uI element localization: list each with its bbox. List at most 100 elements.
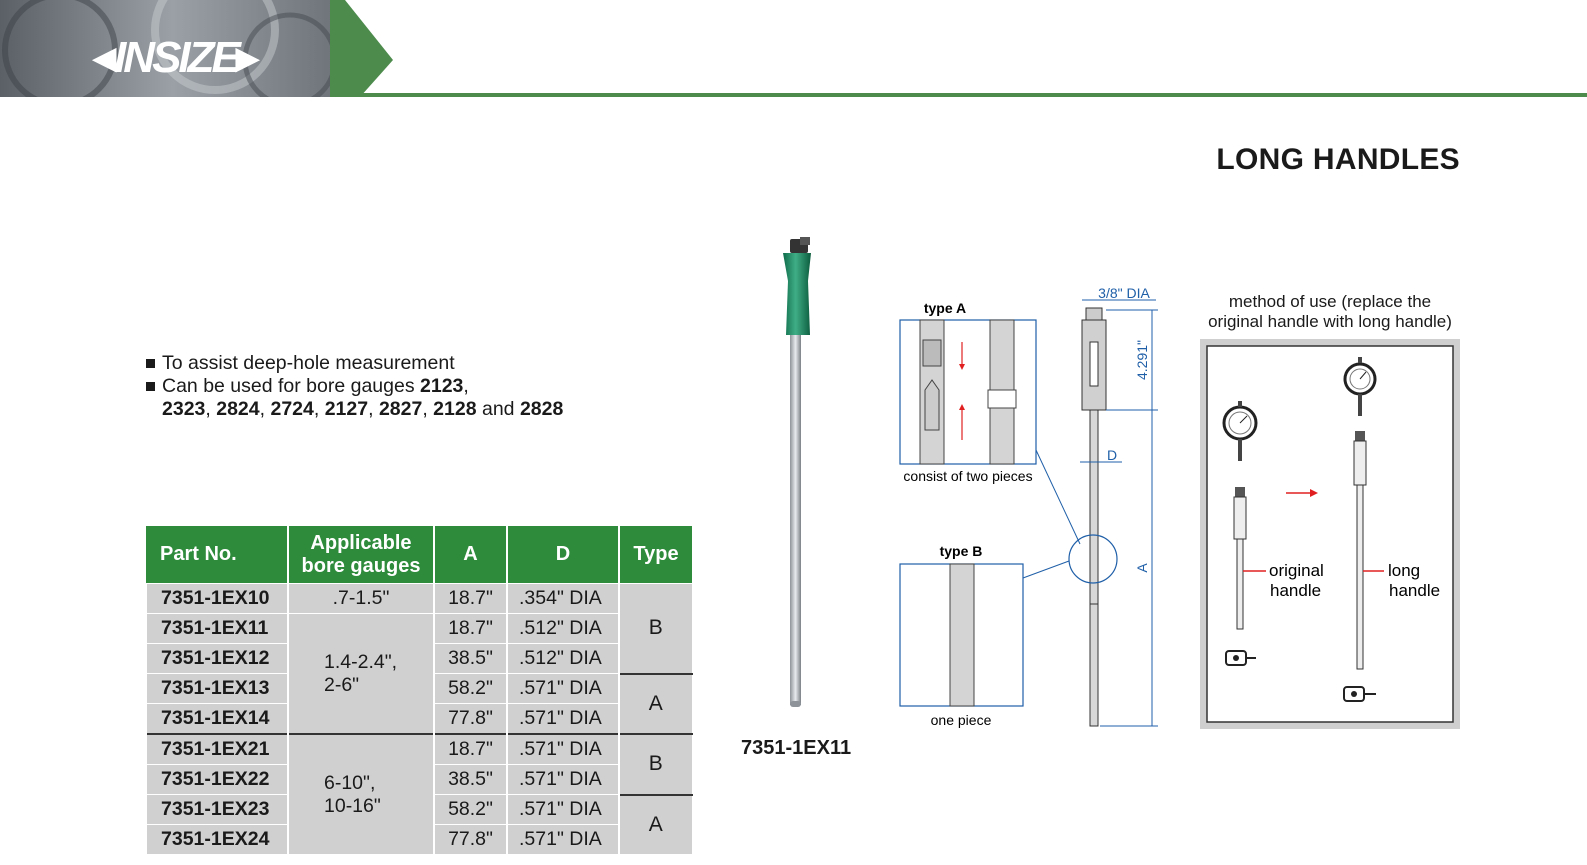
arrow-right-icon	[1310, 489, 1318, 497]
table-row: 7351-1EX21 6-10",10-16" 18.7" .571" DIA …	[145, 733, 693, 855]
technical-diagram: type A consist of two pieces type B one …	[899, 285, 1158, 728]
a-cell: 77.8"	[433, 824, 508, 855]
gauge-text: 10-16"	[324, 794, 381, 817]
part-number-cell: 7351-1EX23	[145, 794, 289, 825]
table-row: 7351-1EX12 38.5" .512" DIA	[145, 643, 692, 674]
col-header-part: Part No.	[146, 526, 289, 584]
method-title-line: original handle with long handle)	[1208, 312, 1452, 331]
separator: ,	[313, 398, 325, 420]
gauge-model: 2127	[324, 398, 369, 420]
a-cell: 38.5"	[433, 643, 508, 674]
type-cell: A	[618, 793, 693, 855]
gauge-cell: .7-1.5"	[287, 583, 435, 614]
separator: ,	[259, 398, 271, 420]
method-title: method of use (replace the original hand…	[1195, 292, 1465, 332]
gauge-text: 2-6"	[324, 673, 360, 696]
long-handle-rod	[1356, 484, 1364, 670]
gauge-cell: 6-10",10-16"	[287, 733, 435, 855]
long-label: long	[1388, 561, 1420, 580]
detail-circle	[1068, 534, 1118, 584]
a-label: A	[1134, 563, 1150, 573]
gauge-cell: 1.4-2.4",2-6"	[287, 613, 435, 735]
part-number-cell: 7351-1EX10	[145, 583, 289, 614]
table-row: 7351-1EX22 38.5" .571" DIA	[145, 764, 692, 795]
long-handle-grip	[1353, 440, 1367, 486]
d-cell: .512" DIA	[506, 613, 620, 644]
part-number-cell: 7351-1EX22	[145, 764, 289, 795]
type-a-socket	[922, 339, 942, 367]
a-cell: 18.7"	[433, 583, 508, 614]
leader-line-b	[1022, 560, 1070, 579]
table-row: 7351-1EX23 58.2" .571" DIA A	[145, 793, 693, 855]
type-cell: A	[618, 672, 693, 735]
original-handle-grip	[1233, 496, 1247, 540]
table-row: 7351-1EX14 77.8" .571" DIA	[145, 703, 692, 735]
product-code: 7351-1EX11	[741, 737, 852, 759]
dial-indicator-icon	[1222, 401, 1258, 461]
gauge-text: 6-10",	[324, 771, 376, 794]
d-cell: .571" DIA	[506, 824, 620, 855]
col-header-type: Type	[619, 526, 692, 584]
type-a-label: type A	[924, 300, 966, 316]
d-cell: .571" DIA	[506, 673, 620, 704]
d-cell: .571" DIA	[506, 733, 620, 765]
gauge-model: 2828	[519, 398, 564, 420]
separator: ,	[205, 398, 217, 420]
part-number-cell: 7351-1EX13	[145, 673, 289, 704]
separator: and	[476, 398, 520, 420]
gauge-model: 2724	[270, 398, 314, 420]
a-cell: 18.7"	[433, 733, 508, 765]
brand-logo[interactable]: ◀ INSIZE ▶	[93, 34, 259, 82]
logo-arrow-right-icon: ▶	[235, 41, 259, 75]
type-a-joint	[987, 389, 1017, 409]
type-b-caption: one piece	[931, 712, 992, 728]
part-number-cell: 7351-1EX11	[145, 613, 289, 644]
part-number-cell: 7351-1EX14	[145, 703, 289, 735]
col-header-d: D	[507, 526, 620, 584]
separator: ,	[368, 398, 379, 420]
gauge-model: 2824	[216, 398, 260, 420]
feature-continuation: 2323, 2824, 2724, 2127, 2827, 2128 and 2…	[146, 398, 563, 421]
type-cell: B	[618, 733, 693, 795]
method-title-line: method of use (replace the	[1228, 292, 1432, 311]
header-text: Applicable	[310, 531, 412, 554]
original-label: original	[1269, 561, 1324, 580]
gauge-model: 2123	[420, 375, 464, 397]
header-text: bore gauges	[301, 554, 421, 577]
original-handle-cap	[1235, 487, 1245, 497]
part-number-cell: 7351-1EX21	[145, 733, 289, 765]
table-row: 7351-1EX10 .7-1.5" 18.7" .354" DIA B	[145, 583, 693, 674]
leader-line-a	[1035, 449, 1081, 545]
logo-arrow-left-icon: ◀	[93, 41, 117, 75]
col-header-a: A	[434, 526, 508, 584]
gauge-text: 1.4-2.4",	[324, 650, 398, 673]
a-cell: 58.2"	[433, 794, 508, 825]
feature-item: To assist deep-hole measurement	[146, 352, 563, 375]
a-cell: 18.7"	[433, 613, 508, 644]
logo-text: INSIZE	[114, 33, 241, 82]
a-cell: 77.8"	[433, 703, 508, 735]
feature-text: Can be used for bore gauges	[162, 375, 421, 397]
page-title: LONG HANDLES	[1216, 143, 1460, 176]
table-row: 7351-1EX13 58.2" .571" DIA A	[145, 672, 693, 735]
table-row: 7351-1EX24 77.8" .571" DIA	[145, 824, 692, 855]
type-b-rod	[949, 563, 975, 707]
probe-head-icon	[1343, 686, 1376, 702]
long-handle-photo	[783, 237, 811, 707]
gauge-model: 2827	[378, 398, 423, 420]
gauge-model: 2323	[162, 398, 206, 420]
d-cell: .571" DIA	[506, 703, 620, 735]
d-cell: .512" DIA	[506, 643, 620, 674]
handle-cap	[1085, 307, 1103, 321]
separator: ,	[422, 398, 434, 420]
type-cell: B	[618, 583, 693, 674]
table-row: 7351-1EX11 1.4-2.4",2-6" 18.7" .512" DIA	[145, 613, 692, 735]
gauge-model: 2128	[433, 398, 477, 420]
part-number-cell: 7351-1EX24	[145, 824, 289, 855]
d-cell: .571" DIA	[506, 794, 620, 825]
type-b-label: type B	[940, 543, 983, 559]
dial-indicator-icon	[1343, 357, 1377, 416]
arrow-down-icon	[959, 364, 965, 370]
arrow-up-icon	[959, 404, 965, 410]
